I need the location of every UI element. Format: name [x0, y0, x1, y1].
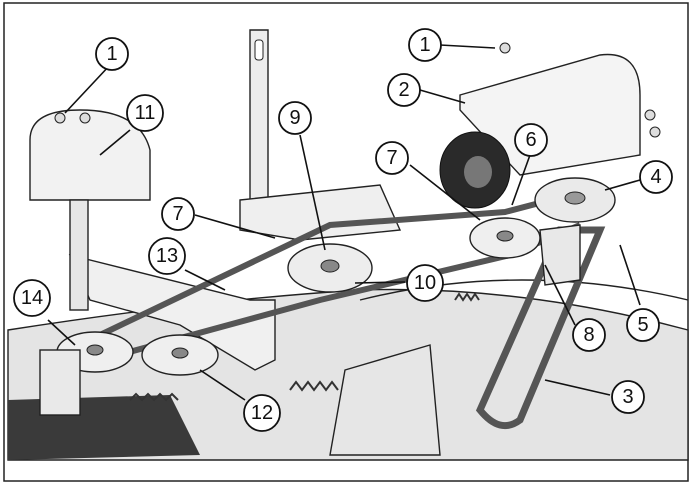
- callout-14-label: 14: [21, 287, 43, 309]
- callout-2-label: 2: [398, 79, 409, 101]
- callout-9: 9: [278, 101, 312, 135]
- leader-7b: [194, 214, 276, 239]
- pulley-4-hub: [564, 191, 586, 205]
- leader-11: [99, 129, 131, 156]
- callout-9-label: 9: [289, 107, 300, 129]
- leader-10: [354, 281, 406, 284]
- tension-spring-lower: [289, 380, 339, 392]
- callout-3: 3: [611, 380, 645, 414]
- callout-13: 13: [148, 237, 186, 275]
- bracket-8: [539, 224, 581, 286]
- deck-rear-edge: [359, 279, 689, 301]
- callout-6: 6: [514, 123, 548, 157]
- callout-1a: 1: [95, 37, 129, 71]
- callout-12: 12: [243, 394, 281, 432]
- callout-7a-label: 7: [386, 147, 397, 169]
- rear-wheel-hub: [464, 156, 492, 188]
- callout-1b-label: 1: [419, 34, 430, 56]
- callout-1a-label: 1: [106, 43, 117, 65]
- callout-14: 14: [13, 279, 51, 317]
- tension-spring-mid: [454, 292, 480, 302]
- leader-1a: [64, 64, 111, 114]
- callout-6-label: 6: [525, 129, 536, 151]
- belt-cover-right: [459, 53, 641, 176]
- leader-2: [419, 89, 466, 104]
- cover-screw-top: [499, 42, 511, 54]
- callout-7a: 7: [375, 141, 409, 175]
- callout-5: 5: [626, 308, 660, 342]
- rear-bracket: [329, 344, 441, 456]
- callout-7b-label: 7: [172, 203, 183, 225]
- leader-3: [544, 379, 611, 396]
- cover-screw-right-2: [649, 126, 661, 138]
- screw-1b: [79, 112, 91, 124]
- linkage-bar: [239, 184, 402, 241]
- callout-8-label: 8: [583, 324, 594, 346]
- pulley-6-hub: [496, 230, 514, 242]
- leader-7a: [409, 164, 481, 221]
- callout-5-label: 5: [637, 314, 648, 336]
- pulley-12-hub: [171, 347, 189, 359]
- leader-5: [619, 244, 641, 306]
- lift-lever-slot: [254, 39, 264, 61]
- cover-screw-right-1: [644, 109, 656, 121]
- callout-2: 2: [387, 73, 421, 107]
- callout-1b: 1: [408, 28, 442, 62]
- leader-12: [199, 369, 246, 401]
- deck-shadow: [8, 395, 200, 460]
- leader-9: [299, 134, 326, 251]
- tension-spring-left: [129, 392, 179, 402]
- callout-7b: 7: [161, 197, 195, 231]
- leader-8: [544, 264, 576, 326]
- callout-4-label: 4: [650, 166, 661, 188]
- callout-10-label: 10: [414, 272, 436, 294]
- leader-4: [604, 179, 641, 191]
- leader-13: [184, 269, 226, 291]
- callout-11: 11: [126, 94, 164, 132]
- pulley-14-hub: [86, 344, 104, 356]
- leader-14: [47, 319, 76, 346]
- callout-12-label: 12: [251, 402, 273, 424]
- callout-11-label: 11: [135, 102, 156, 124]
- callout-8: 8: [572, 318, 606, 352]
- idler-arm-bracket: [68, 253, 276, 371]
- cover-left-post: [69, 199, 89, 311]
- callout-3-label: 3: [622, 386, 633, 408]
- vertical-belt: [475, 226, 606, 430]
- callout-13-label: 13: [156, 245, 178, 267]
- screw-1a: [54, 112, 66, 124]
- pulley-14-bracket: [39, 349, 81, 416]
- pulley-9-hub: [320, 259, 340, 273]
- cover-left: [29, 109, 151, 201]
- leader-6: [511, 154, 531, 206]
- callout-4: 4: [639, 160, 673, 194]
- callout-10: 10: [406, 264, 444, 302]
- leader-1b: [439, 44, 496, 49]
